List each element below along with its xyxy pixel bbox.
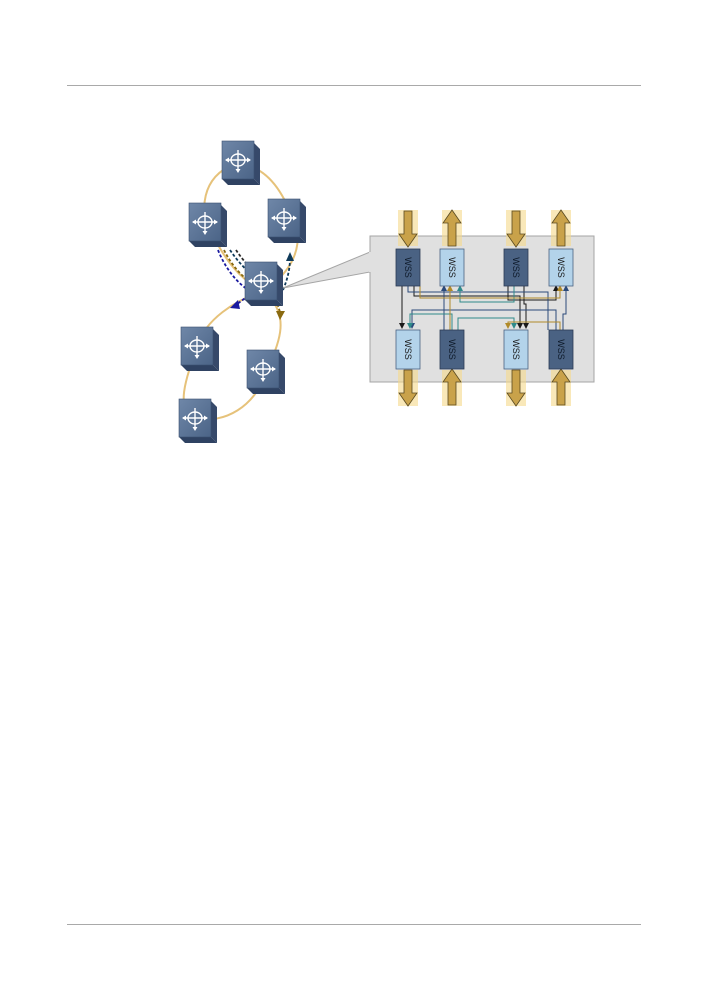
- header-rule: [67, 85, 641, 86]
- roadm-node-center-icon: [244, 261, 284, 307]
- roadm-node-bottom-icon: [178, 398, 218, 444]
- wss-module-top-2: WSS: [439, 248, 465, 287]
- port-arrow-top-1: [398, 210, 418, 248]
- roadm-node-lower-right-icon: [246, 349, 286, 395]
- wss-module-bottom-4: WSS: [548, 329, 574, 370]
- roadm-node-upper-left-icon: [188, 202, 228, 248]
- wss-module-top-4: WSS: [548, 248, 574, 287]
- wss-module-top-1: WSS: [395, 248, 421, 287]
- svg-text:WSS: WSS: [511, 257, 521, 278]
- svg-text:WSS: WSS: [511, 339, 521, 360]
- roadm-node-top-icon: [221, 140, 261, 186]
- roadm-node-lower-left-icon: [180, 326, 220, 372]
- zoom-callout: [282, 251, 371, 289]
- wss-interconnect-fibers: [399, 285, 569, 330]
- svg-text:WSS: WSS: [403, 257, 413, 278]
- port-arrow-bottom-2: [442, 368, 462, 406]
- svg-text:WSS: WSS: [556, 339, 566, 360]
- svg-text:WSS: WSS: [403, 339, 413, 360]
- svg-text:WSS: WSS: [447, 339, 457, 360]
- wss-module-bottom-1: WSS: [395, 329, 421, 370]
- svg-text:WSS: WSS: [447, 257, 457, 278]
- wss-module-bottom-2: WSS: [439, 329, 465, 370]
- port-arrow-bottom-4: [551, 368, 571, 406]
- port-arrow-bottom-3: [506, 369, 526, 407]
- wss-module-top-3: WSS: [503, 248, 529, 287]
- port-arrow-bottom-1: [398, 369, 418, 407]
- roadm-node-upper-right-icon: [267, 198, 307, 244]
- wss-module-bottom-3: WSS: [503, 329, 529, 370]
- svg-text:WSS: WSS: [556, 257, 566, 278]
- port-arrow-top-2: [442, 209, 462, 247]
- port-arrow-top-4: [551, 209, 571, 247]
- footer-rule: [67, 924, 641, 925]
- port-arrow-top-3: [506, 210, 526, 248]
